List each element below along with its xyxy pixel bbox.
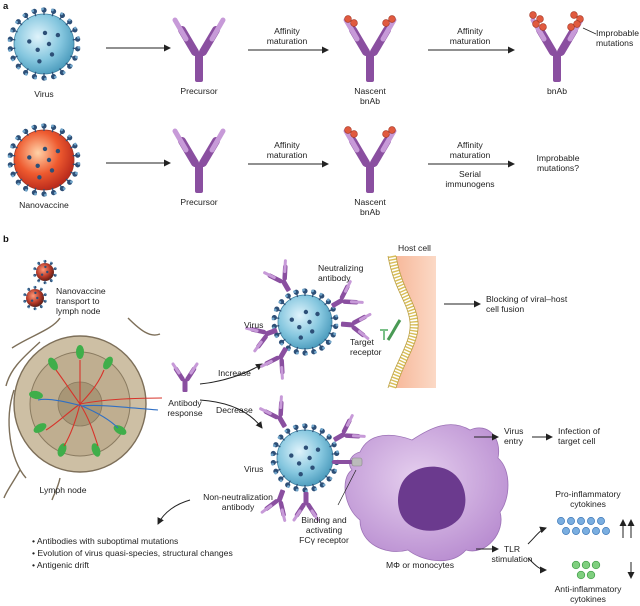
maturation-label: maturation	[450, 36, 491, 46]
precursor-antibody	[175, 20, 223, 82]
stimulation-label: stimulation	[491, 554, 532, 564]
panel-b-label: b	[3, 234, 9, 245]
arrow-increase	[199, 363, 263, 385]
virus-non-neutralized	[261, 397, 365, 521]
target-receptor-label: Target	[350, 337, 374, 347]
cytokines-label: cytokines	[570, 499, 606, 509]
transport-label: Nanovaccine	[56, 286, 106, 296]
affinity-label: Affinity	[274, 26, 300, 36]
virus-label: Virus	[244, 320, 263, 330]
nanovaccine-particle	[6, 122, 82, 198]
increase-label: Increase	[218, 368, 251, 378]
bnab-final-label: bnAb	[547, 86, 567, 96]
host-cell-label: Host cell	[398, 243, 431, 253]
decrease-label: Decrease	[216, 405, 253, 415]
binding-label: Binding and	[301, 515, 347, 525]
anti-inflammatory-label: Anti-inflammatory	[555, 584, 623, 594]
macrophage	[344, 424, 509, 562]
activating-label: activating	[306, 525, 343, 535]
neutralizing-label: Neutralizing	[318, 263, 364, 273]
mutations-question-label: mutations?	[537, 163, 579, 173]
nanovaccine-small-2	[22, 285, 48, 311]
target-cell-label: target cell	[558, 436, 595, 446]
virus-particle	[6, 6, 82, 82]
maturation-label: maturation	[267, 150, 308, 160]
nanovaccine-label: Nanovaccine	[19, 200, 69, 210]
arrow-decrease	[199, 399, 263, 429]
blocking-label: Blocking of viral–host	[486, 294, 568, 304]
bullet-1: • Antibodies with suboptimal mutations	[32, 536, 178, 546]
virus-label: Virus	[244, 464, 263, 474]
infection-label: Infection of	[558, 426, 601, 436]
affinity-label: Affinity	[274, 140, 300, 150]
precursor-label: Precursor	[180, 86, 217, 96]
affinity-label: Affinity	[457, 140, 483, 150]
bnab-label: bnAb	[360, 207, 380, 217]
mutations-label: mutations	[596, 38, 633, 48]
antibody-label: antibody	[318, 273, 351, 283]
up-arrows-icon	[619, 519, 635, 538]
antibody-response-label: Antibody	[168, 398, 202, 408]
lymph-node-label: Lymph node	[40, 485, 87, 495]
bullet-2: • Evolution of virus quasi-species, stru…	[32, 548, 233, 558]
non-neutralization-label: Non-neutralization	[203, 492, 273, 502]
lymph-node	[3, 317, 163, 501]
host-cell	[380, 255, 436, 390]
affinity-label: Affinity	[457, 26, 483, 36]
nascent-label: Nascent	[354, 86, 386, 96]
maturation-label: maturation	[267, 36, 308, 46]
virus-label: Virus	[34, 89, 53, 99]
fusion-label: cell fusion	[486, 304, 524, 314]
binding-pointer	[337, 469, 357, 506]
target-receptor-label: receptor	[350, 347, 382, 357]
serial-label: Serial	[459, 169, 481, 179]
entry-label: entry	[504, 436, 524, 446]
immunogens-label: immunogens	[445, 179, 494, 189]
precursor-label: Precursor	[180, 197, 217, 207]
maturation-label: maturation	[450, 150, 491, 160]
tlr-label: TLR	[504, 544, 520, 554]
arrow-pro	[527, 526, 547, 545]
antibody-response-label: response	[167, 408, 203, 418]
nascent-bnab-antibody	[345, 126, 396, 193]
nanovaccine-small-1	[32, 259, 58, 285]
macrophage-label: MΦ or monocytes	[386, 560, 454, 570]
improbable-label: Improbable	[537, 153, 580, 163]
arrow-anti	[527, 557, 547, 574]
anti-inflammatory-cytokines	[571, 560, 601, 580]
improbable-pointer	[582, 27, 597, 35]
response-antibody	[173, 364, 197, 392]
arrow-non-neutralization	[157, 499, 191, 525]
panel-a-label: a	[3, 1, 9, 12]
nascent-bnab-antibody	[345, 15, 396, 82]
transport-label: lymph node	[56, 306, 101, 316]
bnab-antibody	[530, 11, 584, 82]
bullet-3: • Antigenic drift	[32, 560, 90, 570]
fc-receptor-label: FCγ receptor	[299, 535, 349, 545]
bnab-label: bnAb	[360, 96, 380, 106]
pro-inflammatory-label: Pro-inflammatory	[555, 489, 621, 499]
cytokines-label: cytokines	[570, 594, 606, 604]
improbable-label: Improbable	[596, 28, 639, 38]
precursor-antibody	[175, 131, 223, 193]
pro-inflammatory-cytokines	[557, 517, 610, 535]
antibody-label: antibody	[222, 502, 255, 512]
virus-entry-label: Virus	[504, 426, 523, 436]
transport-label: transport to	[56, 296, 100, 306]
nascent-label: Nascent	[354, 197, 386, 207]
virus-neutralized	[247, 261, 370, 378]
